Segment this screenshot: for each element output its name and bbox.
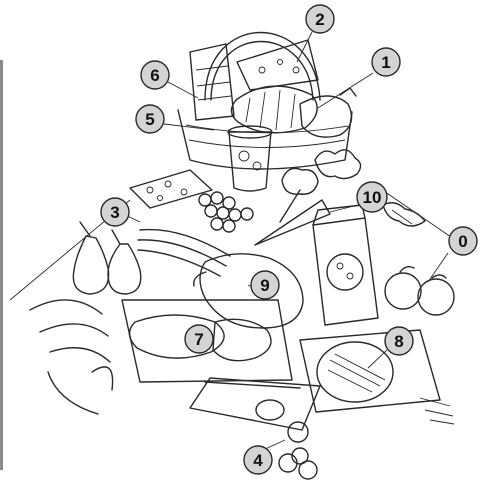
- callout-7: 7: [185, 325, 213, 353]
- callout-label: 5: [145, 110, 154, 129]
- callout-label: 3: [110, 203, 119, 222]
- juice-carton-illustration: [313, 205, 378, 325]
- callout-10: 10: [357, 182, 387, 212]
- callout-label: 9: [260, 276, 269, 295]
- callout-label: 7: [194, 330, 203, 349]
- callout-label: 1: [381, 53, 390, 72]
- vegetables-illustration: [255, 150, 425, 245]
- sausages-illustration: [30, 300, 113, 414]
- callout-label: 2: [315, 10, 324, 29]
- grapes-illustration: [199, 192, 253, 232]
- pyramid-outline: [10, 185, 470, 300]
- callout-label: 10: [363, 188, 382, 207]
- callout-8: 8: [385, 327, 413, 355]
- callout-1: 1: [372, 48, 400, 76]
- callout-label: 6: [150, 66, 159, 85]
- callout-6: 6: [141, 61, 169, 89]
- chicken-illustration: [194, 254, 303, 328]
- callout-9: 9: [251, 271, 279, 299]
- callout-3: 3: [101, 198, 129, 226]
- callout-0: 0: [449, 227, 477, 255]
- callout-2: 2: [306, 5, 334, 33]
- pears-bananas-illustration: [73, 222, 230, 294]
- callout-5: 5: [136, 105, 164, 133]
- pasta-package-illustration: [300, 330, 454, 424]
- callout-label: 4: [253, 451, 263, 470]
- callout-label: 0: [458, 232, 467, 251]
- left-edge-bar: [0, 60, 3, 470]
- yogurt-cup-illustration: [228, 126, 272, 191]
- oranges-illustration: [385, 267, 454, 315]
- callout-4: 4: [244, 446, 272, 474]
- callout-label: 8: [394, 332, 403, 351]
